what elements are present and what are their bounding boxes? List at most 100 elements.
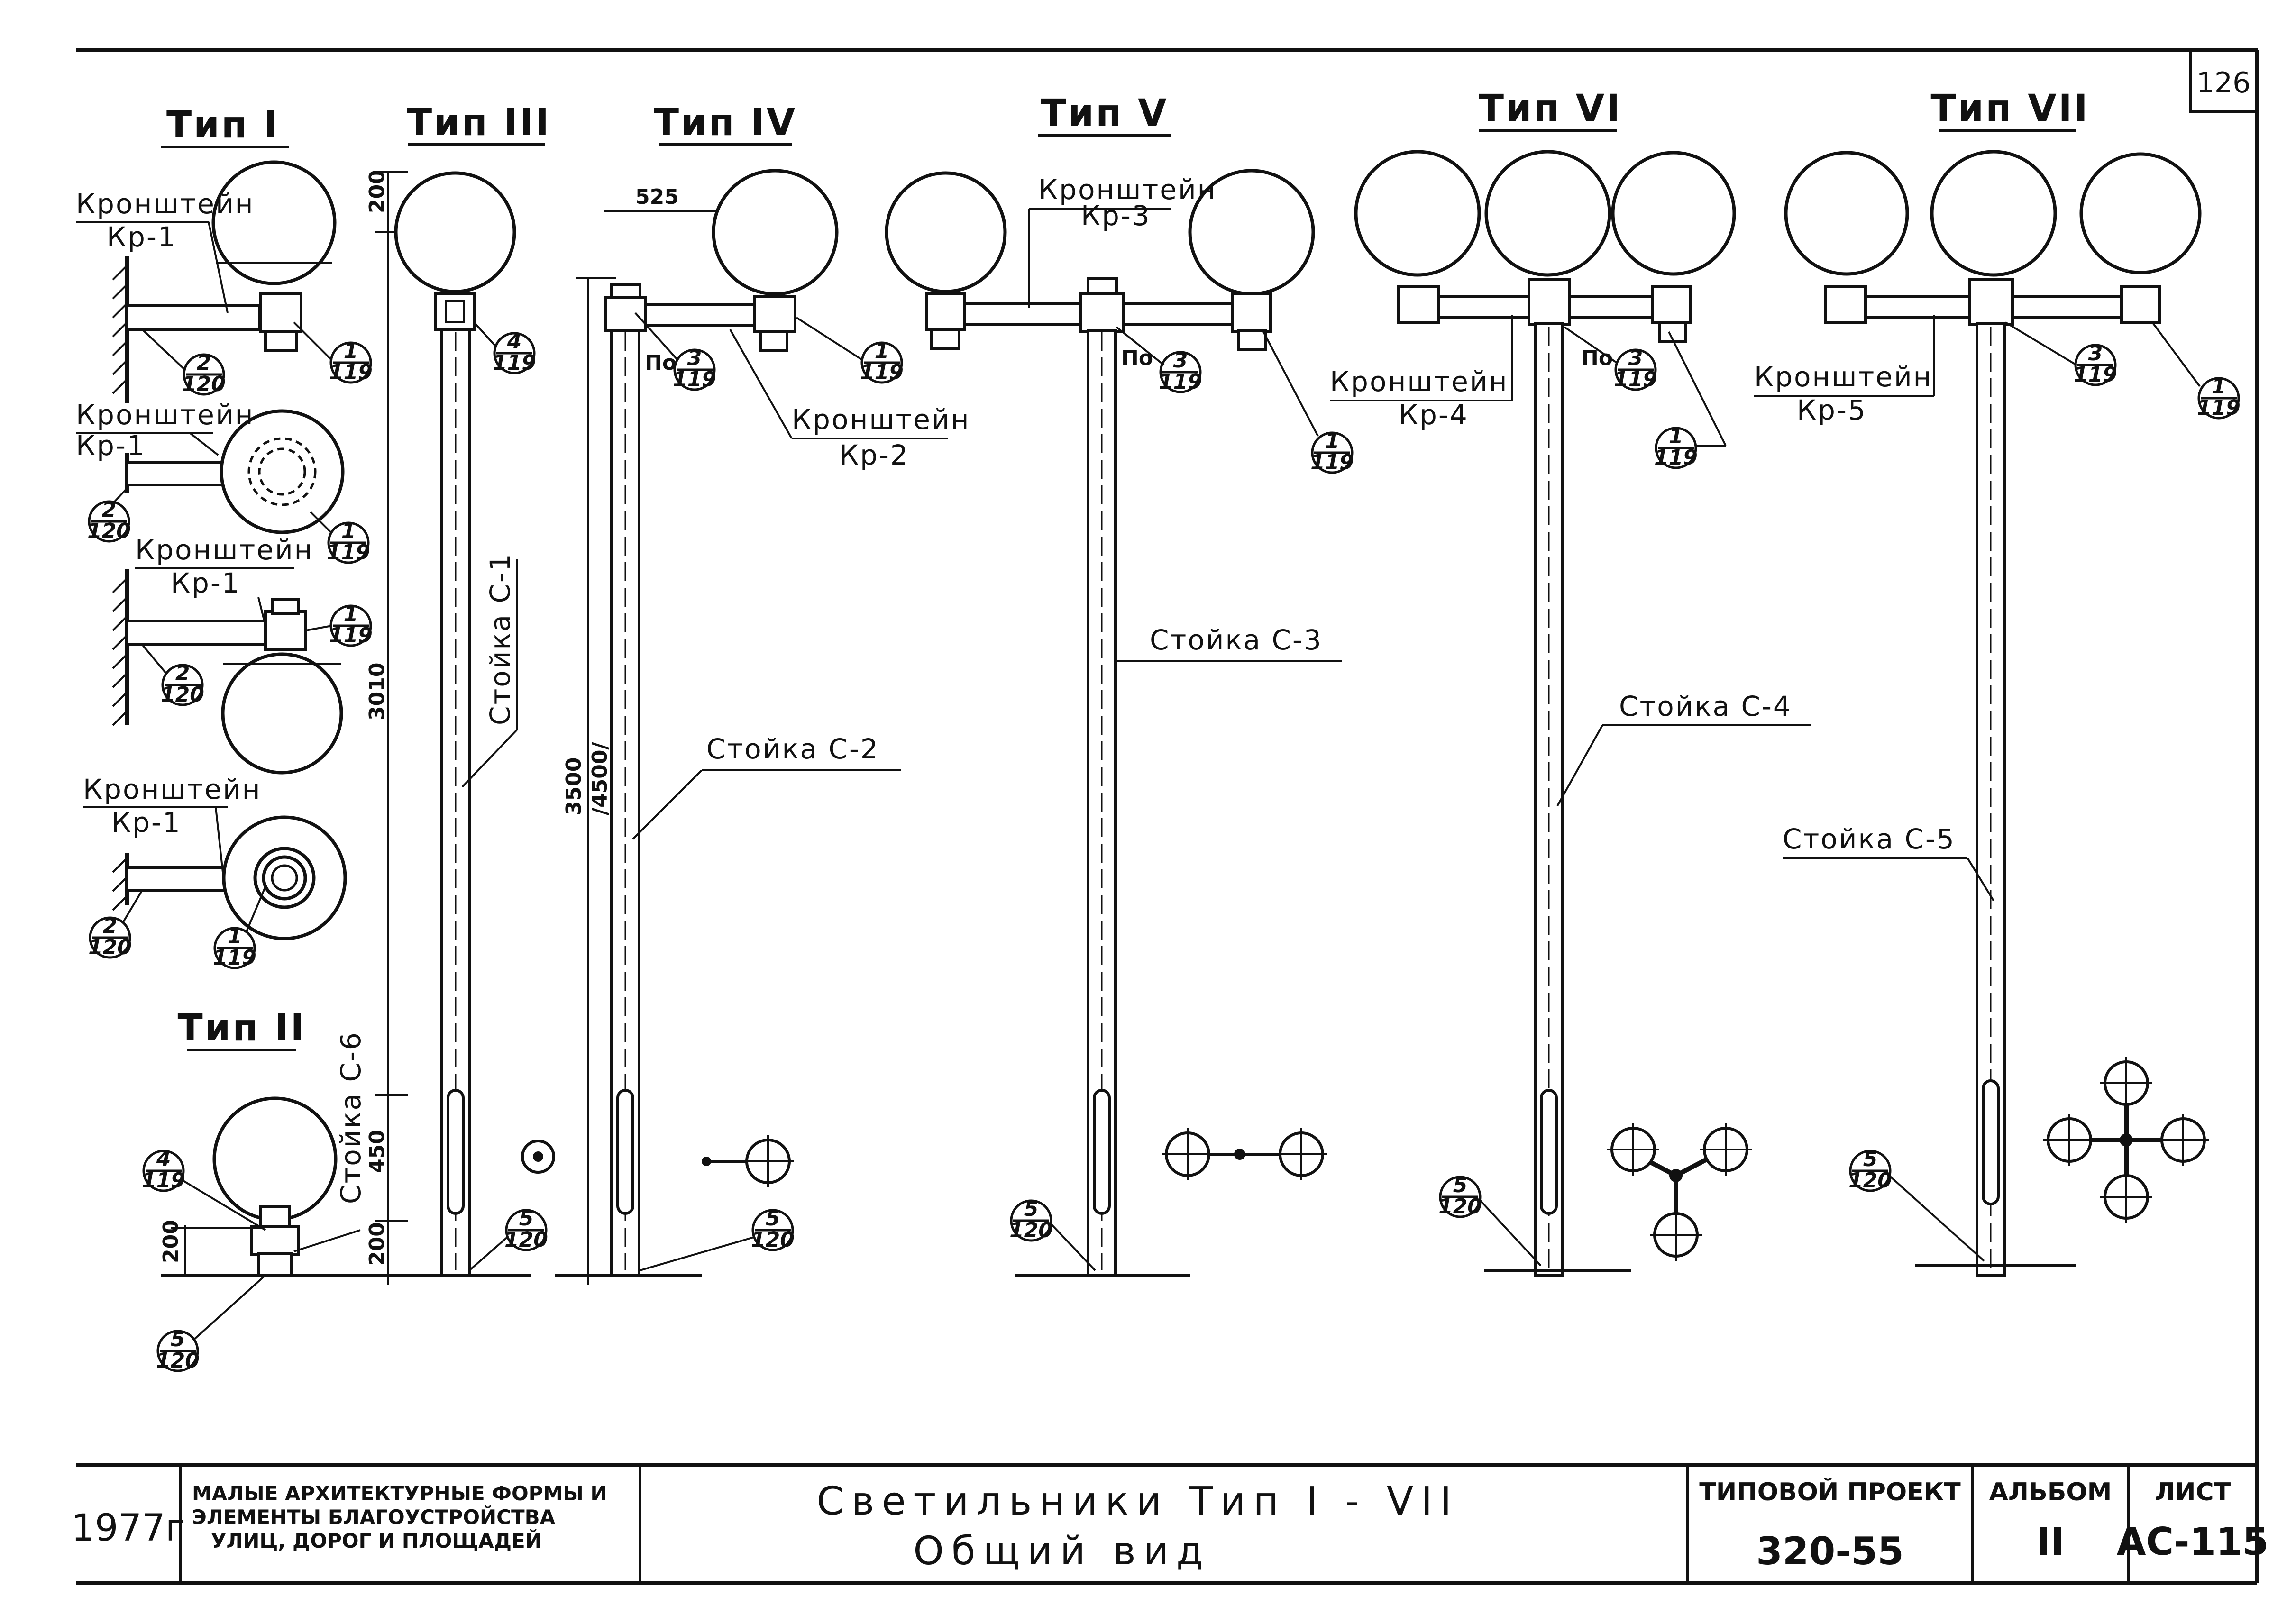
tb-org-line2: ЭЛЕМЕНТЫ БЛАГОУСТРОЙСТВА	[192, 1505, 556, 1529]
callout-5-type2-top: 5	[171, 1327, 185, 1351]
tb-album-value: II	[2036, 1520, 2065, 1564]
callout-1b-top: 1	[341, 519, 356, 543]
type4-dim-3500: 3500	[562, 757, 586, 815]
tb-project-label: ТИПОВОЙ ПРОЕКТ	[1699, 1478, 1961, 1506]
heading-type7: Тип VII	[1930, 87, 2089, 130]
callout-5-type4-top: 5	[766, 1206, 780, 1231]
sheet-number-box: 126	[2189, 48, 2258, 113]
post-c3-label: Стойка С-3	[1150, 624, 1323, 656]
type3-dim-3010: 3010	[365, 663, 389, 721]
callout-5-type5-top: 5	[1024, 1197, 1039, 1221]
type3-view: 200 3010 450 200 Стойка С-1 4 119 5 120	[365, 170, 555, 1285]
tb-org-line3: УЛИЦ, ДОРОГ И ПЛОЩАДЕЙ	[211, 1529, 542, 1552]
callout-5-type6-top: 5	[1453, 1173, 1468, 1197]
callout-4-type3-bottom: 119	[493, 351, 536, 375]
callout-1-type7-top: 1	[2212, 374, 2226, 399]
callout-1-type5-top: 1	[1325, 429, 1340, 453]
callout-2-bottom: 120	[182, 372, 226, 396]
type5-view: Кронштейн Кр-3 По 3 119 1 119 Стойка С-3…	[885, 169, 1354, 1277]
type1a-kr-label: Кр-1	[107, 221, 177, 253]
callout-5-type3-bottom: 120	[504, 1228, 548, 1252]
callout-1-type4-bottom: 119	[860, 360, 904, 384]
type2-view: Стойка С-6 200 4 119 5 120	[142, 1031, 412, 1373]
type1-view-a: Кронштейн Кр-1 1 119 2 120	[76, 160, 373, 403]
type4-kr-label: Кр-2	[839, 439, 909, 471]
type1-view-d: Кронштейн Кр-1 2 120 1 119	[83, 773, 347, 970]
type6-view: Кронштейн Кр-4 По 3 119 1 119 Стойка С-4…	[1330, 150, 1811, 1277]
tb-title-line1: Светильники Тип I - VII	[816, 1479, 1459, 1524]
type5-kr-label: Кр-3	[1081, 200, 1151, 232]
callout-3-type4-top: 3	[687, 346, 702, 370]
type1-view-c: Кронштейн Кр-1 1 119 2 120	[112, 534, 373, 775]
type4-dim-4500: /4500/	[588, 741, 612, 815]
callout-1b-bottom: 119	[327, 540, 370, 565]
tb-org-line1: МАЛЫЕ АРХИТЕКТУРНЫЕ ФОРМЫ И	[192, 1482, 607, 1505]
type4-dim-525: 525	[635, 185, 679, 209]
heading-type1: Тип I	[166, 104, 279, 146]
type6-kr-label: Кр-4	[1399, 399, 1469, 431]
callout-1-type4-top: 1	[875, 339, 889, 363]
type7-kr-label: Кр-5	[1797, 394, 1867, 426]
type4-bracket-label: Кронштейн	[792, 403, 970, 436]
type4-view: 3500 /4500/ 525 По 3 119 1 119 Кронштейн…	[555, 169, 970, 1285]
type3-dim-200-top: 200	[365, 170, 389, 213]
callout-1c-bottom: 119	[329, 623, 373, 648]
type1c-bracket-label: Кронштейн	[135, 534, 314, 566]
callout-3-type4-bottom: 119	[673, 367, 716, 392]
callout-2d-top: 2	[103, 914, 118, 938]
callout-1-bottom: 119	[329, 360, 373, 384]
callout-5-type7-bottom: 120	[1848, 1168, 1892, 1193]
callout-2d-bottom: 120	[88, 935, 132, 959]
type2-dim-200: 200	[159, 1220, 183, 1263]
callout-1d-bottom: 119	[213, 946, 256, 970]
callout-1-type6-bottom: 119	[1654, 446, 1698, 470]
callout-4-type2-bottom: 119	[142, 1168, 185, 1193]
callout-1d-top: 1	[228, 924, 242, 949]
callout-1-type6-top: 1	[1669, 424, 1683, 448]
post-c1-label: Стойка С-1	[484, 552, 516, 725]
callout-3-type6-bottom: 119	[1614, 367, 1657, 392]
heading-type2: Тип II	[178, 1007, 306, 1049]
post-c4-label: Стойка С-4	[1619, 690, 1792, 722]
callout-1-top: 1	[344, 339, 358, 363]
heading-type5: Тип V	[1041, 92, 1168, 135]
tb-album-label: АЛЬБОМ	[1989, 1478, 2112, 1506]
callout-5-type5-bottom: 120	[1009, 1218, 1053, 1242]
type3-dim-450: 450	[365, 1130, 389, 1173]
callout-5-type7-top: 5	[1863, 1147, 1878, 1171]
type1-views: Кронштейн Кр-1 1 119 2 120 Кронштейн Кр-…	[76, 160, 373, 970]
type1a-bracket-label: Кронштейн	[76, 188, 255, 220]
callout-4-type2-top: 4	[156, 1147, 171, 1171]
sheet-number: 126	[2196, 66, 2251, 100]
callout-1c-top: 1	[344, 602, 358, 626]
tb-sheet-value: АС-115	[2117, 1520, 2269, 1564]
type6-bracket-label: Кронштейн	[1330, 365, 1509, 398]
callout-5-type3-top: 5	[519, 1206, 534, 1231]
type5-po-label: По	[1121, 346, 1153, 370]
tb-title-line2: Общий вид	[913, 1529, 1210, 1574]
callout-3-type7-bottom: 119	[2074, 363, 2117, 387]
type3-dim-200-bottom: 200	[365, 1222, 389, 1266]
callout-4-type3-top: 4	[507, 329, 522, 354]
heading-type6: Тип VI	[1479, 87, 1622, 130]
callout-2c-top: 2	[175, 661, 190, 685]
callout-3-type7-top: 3	[2088, 341, 2103, 365]
callout-2-top: 2	[197, 351, 211, 375]
heading-type3: Тип III	[407, 101, 551, 144]
post-c5-label: Стойка С-5	[1783, 823, 1956, 855]
type7-bracket-label: Кронштейн	[1754, 361, 1933, 393]
type4-po-label: По	[645, 351, 677, 375]
type5-bracket-label: Кронштейн	[1038, 173, 1217, 206]
callout-5-type6-bottom: 120	[1438, 1195, 1482, 1219]
callout-3-type5-bottom: 119	[1159, 370, 1202, 394]
tb-year: 1977г	[71, 1507, 184, 1550]
tb-project-value: 320-55	[1756, 1529, 1904, 1573]
type7-view: Кронштейн Кр-5 3 119 1 119 Стойка С-5 5 …	[1754, 150, 2241, 1277]
callout-5-type4-bottom: 120	[751, 1228, 795, 1252]
callout-2b-bottom: 120	[87, 519, 131, 543]
callout-2c-bottom: 120	[161, 683, 204, 707]
callout-1-type5-bottom: 119	[1310, 450, 1354, 474]
post-c6-label: Стойка С-6	[335, 1031, 367, 1204]
type1b-kr-label: Кр-1	[76, 429, 146, 462]
